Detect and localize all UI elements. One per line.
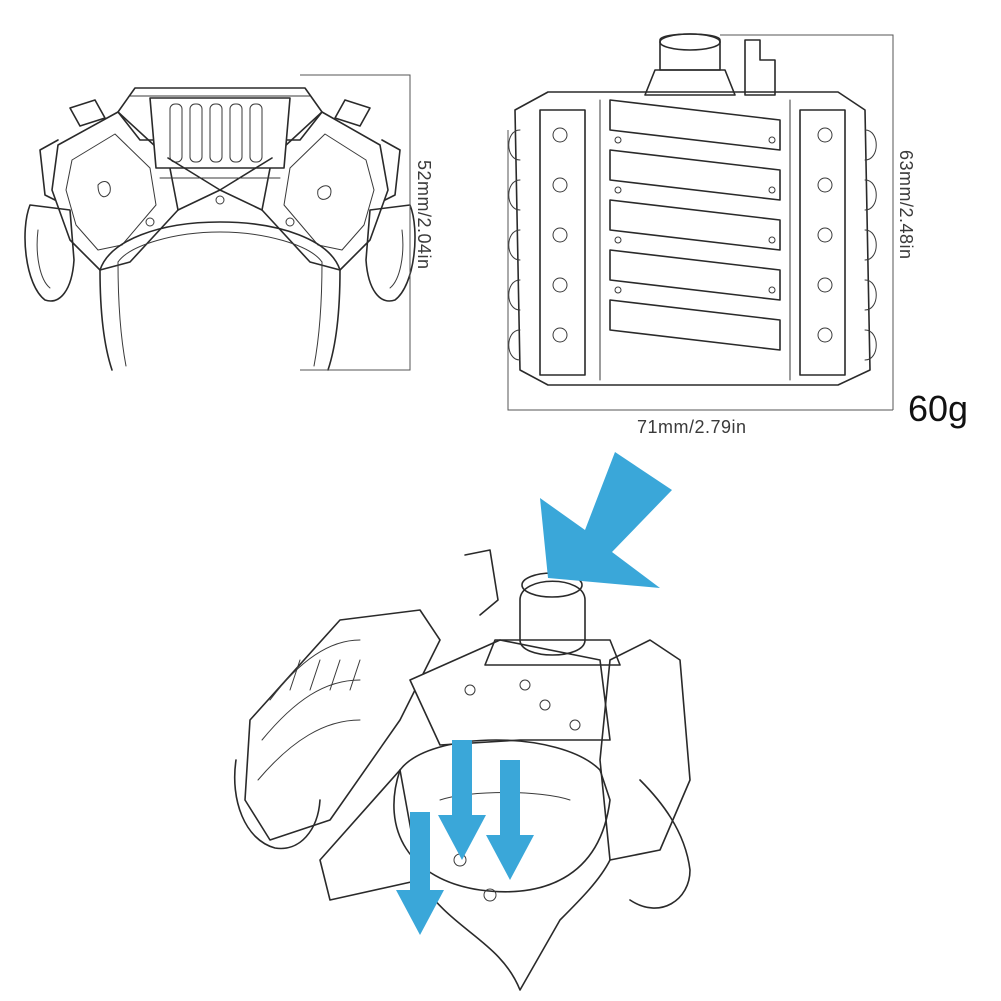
weight-label: 60g: [908, 388, 969, 429]
isometric-engine-sketch: [233, 549, 691, 991]
blue-arrow-icon: [540, 452, 672, 588]
top-view-engine-drawing: [508, 33, 877, 386]
blue-arrows: [396, 452, 672, 935]
top-view-height-dimension: 63mm/2.48in: [720, 34, 916, 410]
front-view-height-label: 52mm/2.04in: [414, 160, 434, 270]
top-view-height-label: 63mm/2.48in: [896, 150, 916, 260]
top-view-width-label: 71mm/2.79in: [637, 417, 747, 437]
blue-arrow-icon: [486, 760, 534, 880]
blue-arrow-icon: [438, 740, 486, 860]
front-view-engine-drawing: [24, 87, 416, 371]
front-view-height-dimension: 52mm/2.04in: [300, 74, 434, 371]
blue-arrow-icon: [396, 812, 444, 935]
top-view-width-dimension: 71mm/2.79in: [507, 130, 893, 437]
